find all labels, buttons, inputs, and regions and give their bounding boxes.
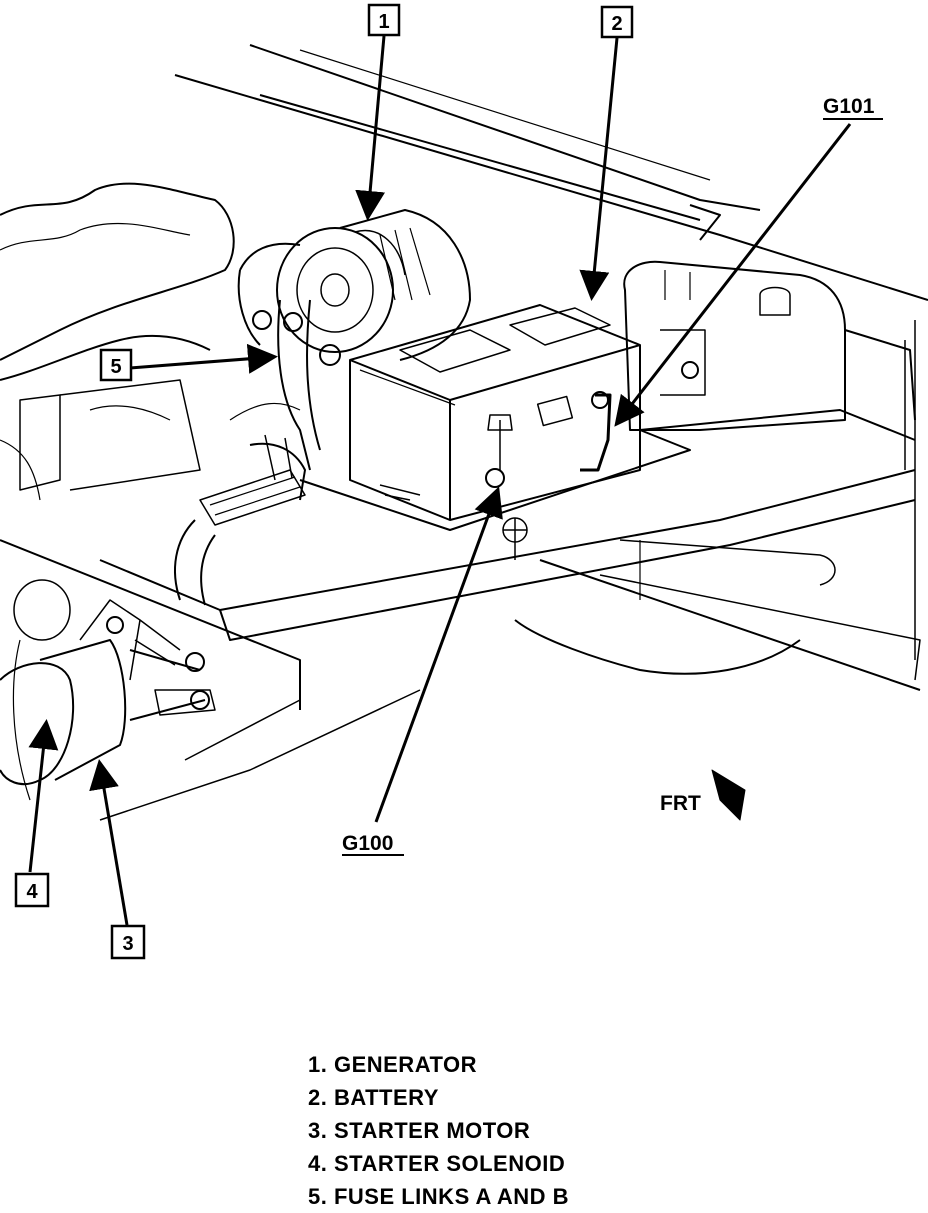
legend-item-fuse-links: 5. FUSE LINKS A AND B [308, 1184, 570, 1209]
battery-drawing [349, 304, 641, 521]
ground-g101: G101 [823, 95, 883, 120]
callout-1-label: 1 [378, 11, 389, 33]
starter-drawing [0, 579, 216, 801]
callout-4-label: 4 [26, 881, 38, 903]
callout-3: 3 [110, 924, 146, 960]
legend-item-generator: 1. GENERATOR [308, 1052, 477, 1077]
callout-2-label: 2 [611, 13, 622, 35]
ground-g100-label: G100 [342, 832, 393, 855]
leader-fuse-links [129, 343, 278, 374]
callout-4: 4 [14, 872, 50, 908]
callout-1: 1 [367, 3, 401, 37]
legend-item-starter-solenoid: 4. STARTER SOLENOID [308, 1151, 566, 1176]
leader-lines [28, 35, 852, 926]
leader-starter [89, 759, 129, 926]
leader-generator [355, 35, 386, 221]
leader-g101 [614, 123, 852, 427]
leader-g100 [374, 486, 503, 823]
reservoir-drawing [623, 260, 846, 431]
callout-5-label: 5 [110, 356, 121, 378]
callout-5: 5 [99, 348, 133, 382]
generator-drawing [237, 209, 471, 471]
ground-g100: G100 [342, 832, 404, 856]
component-legend: 1. GENERATOR 2. BATTERY 3. STARTER MOTOR… [308, 1048, 569, 1213]
callout-3-label: 3 [122, 933, 133, 955]
legend-item-starter-motor: 3. STARTER MOTOR [308, 1118, 531, 1143]
ground-g101-label: G101 [823, 95, 875, 118]
front-direction-label: FRT [660, 792, 701, 815]
callout-2: 2 [600, 5, 634, 39]
background-line-art [0, 44, 928, 821]
legend-item-battery: 2. BATTERY [308, 1085, 439, 1110]
leader-battery [579, 37, 619, 301]
leader-solenoid [28, 719, 59, 873]
